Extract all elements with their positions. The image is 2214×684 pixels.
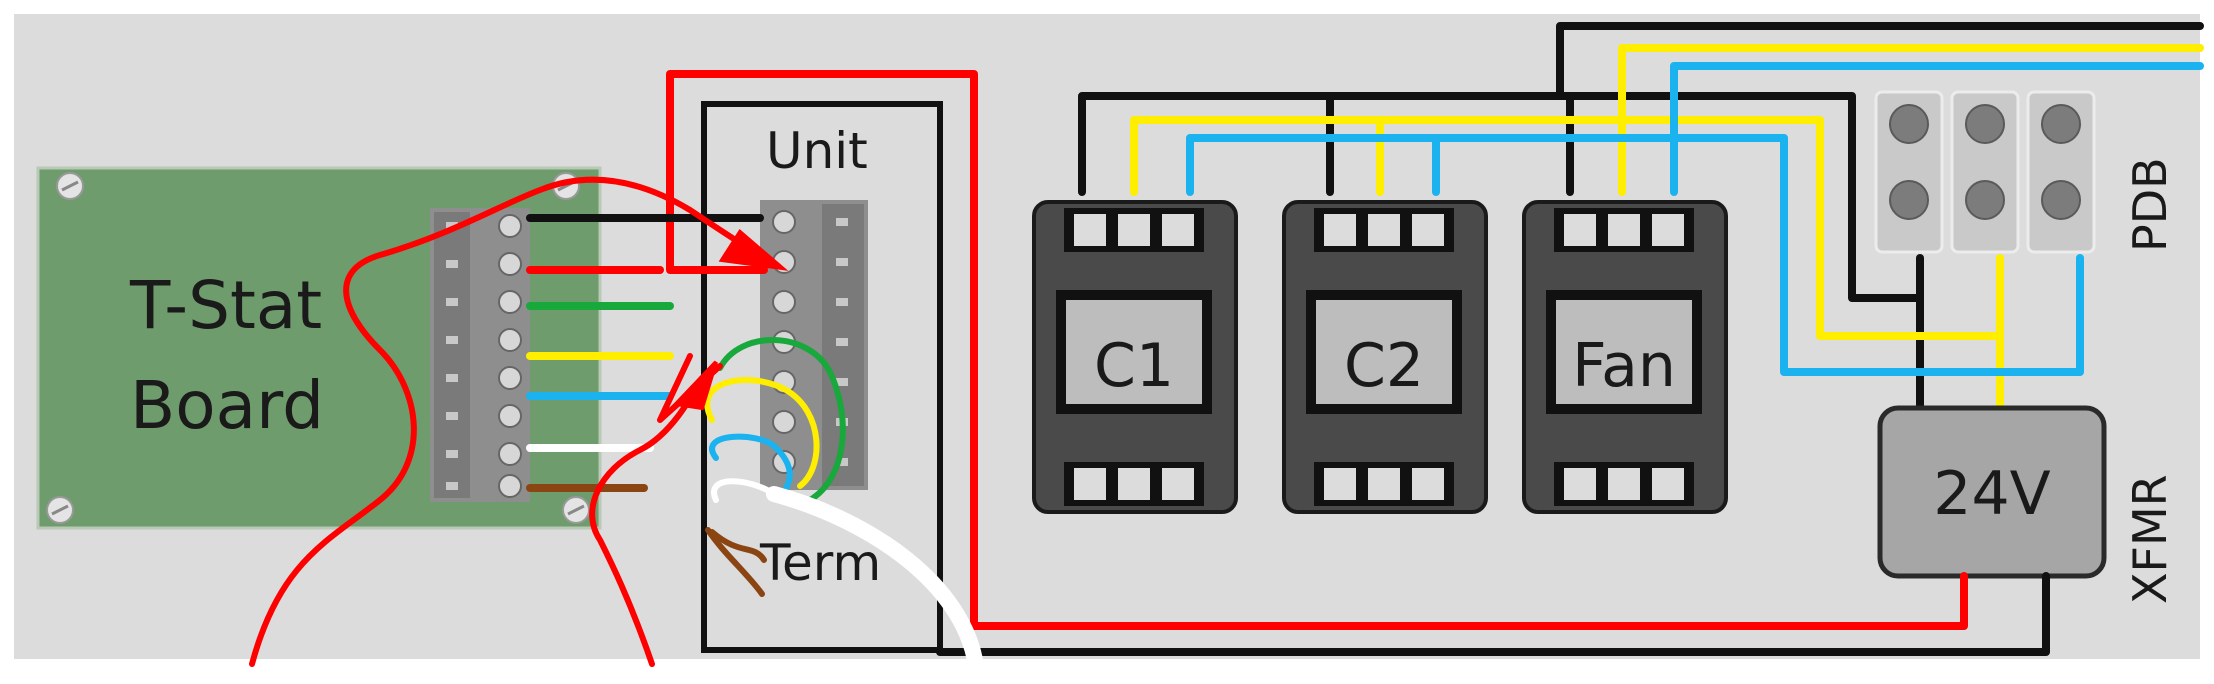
contactor-fan-label: Fan xyxy=(1572,331,1676,401)
red-annotation xyxy=(249,176,789,667)
mounting-screw-icon xyxy=(56,172,84,200)
terminal-screw-icon xyxy=(498,404,522,428)
power-distribution-block: PDB xyxy=(1874,90,2177,254)
terminal-screw-icon xyxy=(498,442,522,466)
tstat-wire-stubs xyxy=(526,266,674,492)
control-bus-wires xyxy=(1078,22,2204,414)
tstat-terminal-strip xyxy=(430,208,530,502)
white-cable-sheath xyxy=(766,486,984,674)
pdb-label: PDB xyxy=(2123,157,2177,252)
pdb-screw-icon xyxy=(1965,104,2005,144)
contactor-c1: C1 xyxy=(1032,200,1238,514)
blue-wire xyxy=(1670,62,2204,196)
contactor-c2: C2 xyxy=(1282,200,1488,514)
yellow-wire xyxy=(1130,116,2004,414)
arrowhead-icon xyxy=(671,360,718,411)
terminal-screw-icon xyxy=(772,210,796,234)
terminal-screw-icon xyxy=(498,328,522,352)
brown-wire xyxy=(709,529,767,563)
pdb-screw-icon xyxy=(1965,180,2005,220)
terminal-screw-icon xyxy=(498,474,522,498)
pdb-screw-icon xyxy=(1889,104,1929,144)
white-wire xyxy=(711,478,777,503)
black-wire xyxy=(1078,92,1924,414)
xfmr-label: XFMR xyxy=(2123,474,2177,604)
terminal-screw-icon xyxy=(498,366,522,390)
contactor-c1-window xyxy=(1066,300,1202,404)
contactor-c2-label: C2 xyxy=(1344,331,1424,401)
mounting-screw-icon xyxy=(46,496,74,524)
transformer-label: 24V xyxy=(1933,459,2050,529)
terminal-screw-icon xyxy=(498,214,522,238)
contactor-c2-window xyxy=(1316,300,1452,404)
red-wire xyxy=(666,70,1968,630)
transformer-24v: 24V XFMR xyxy=(1877,405,2177,604)
brown-wire xyxy=(705,527,765,597)
terminal-screw-icon xyxy=(772,290,796,314)
term-label: Term xyxy=(759,534,881,592)
arrowhead-icon xyxy=(718,228,789,271)
pdb-screw-icon xyxy=(2041,180,2081,220)
terminal-screw-icon xyxy=(498,252,522,276)
contactor-c1-label: C1 xyxy=(1094,331,1174,401)
terminal-screw-icon xyxy=(498,290,522,314)
black-wire xyxy=(936,572,2050,656)
contactor-fan: Fan xyxy=(1522,200,1728,514)
pdb-screw-icon xyxy=(1889,180,1929,220)
yellow-wire xyxy=(1618,44,2204,196)
terminal-cable-ends xyxy=(704,337,846,597)
blue-wire xyxy=(1186,134,2084,376)
annotation-loop-stroke xyxy=(249,176,781,667)
unit-label: Unit xyxy=(766,122,868,180)
blue-wire xyxy=(709,433,793,499)
annotation-loop-stroke xyxy=(589,375,705,667)
mounting-screw-icon xyxy=(562,496,590,524)
yellow-wire xyxy=(704,377,820,489)
green-wire xyxy=(717,337,846,503)
contactor-fan-window xyxy=(1556,300,1692,404)
pdb-screw-icon xyxy=(2041,104,2081,144)
transformer-body xyxy=(1877,405,2107,579)
tstat-board-label-line1: T-Stat xyxy=(129,267,322,344)
black-wire xyxy=(1556,22,2204,100)
terminal-screw-icon xyxy=(772,410,796,434)
tstat-board-label-line2: Board xyxy=(130,367,324,444)
